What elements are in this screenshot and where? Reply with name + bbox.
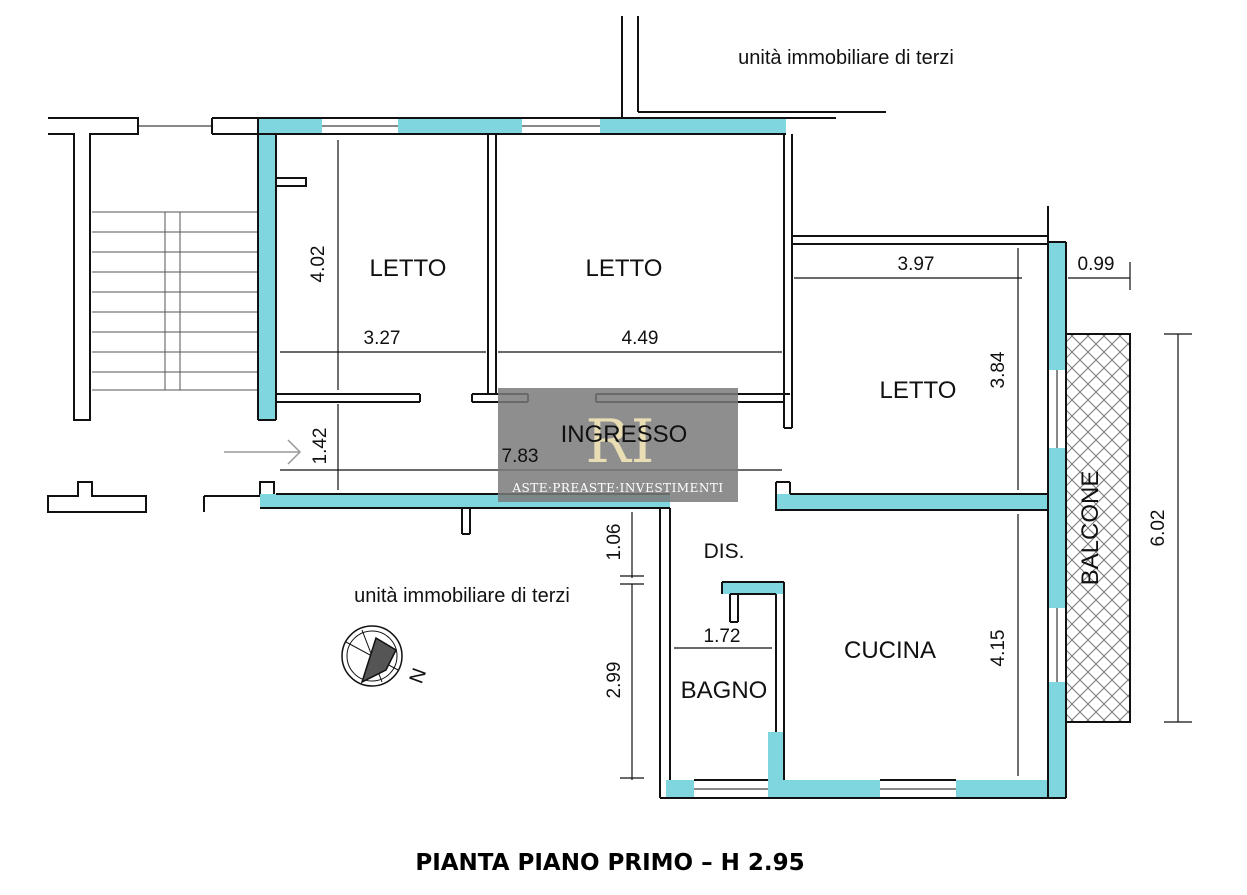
- room-letto-3: LETTO: [880, 377, 957, 404]
- dim-bagno-width: 1.72: [704, 626, 741, 647]
- dim-balcone-length: 6.02: [1148, 510, 1169, 547]
- watermark-text: ASTE·PREASTE·INVESTIMENTI: [511, 481, 723, 495]
- neighbor-left-label: unità immobiliare di terzi: [354, 585, 570, 607]
- room-balcone: BALCONE: [1077, 471, 1104, 586]
- dim-balcone-depth: 0.99: [1078, 254, 1115, 275]
- room-letto-2: LETTO: [586, 255, 663, 282]
- wall-fills: [258, 118, 1066, 798]
- plan-title: PIANTA PIANO PRIMO – H 2.95: [415, 850, 804, 876]
- balcony: [1065, 333, 1131, 723]
- room-dis: DIS.: [704, 540, 745, 563]
- room-letto-1: LETTO: [370, 255, 447, 282]
- room-cucina: CUCINA: [844, 637, 936, 664]
- north-compass-icon: [341, 625, 403, 687]
- entry-arrow: [224, 439, 302, 465]
- dim-dis-height: 1.06: [604, 524, 625, 561]
- dim-ingresso-height: 1.42: [310, 428, 331, 465]
- dim-ingresso-width: 7.83: [502, 446, 539, 467]
- dim-letto3-width: 3.97: [898, 254, 935, 275]
- stairwell: [47, 117, 275, 513]
- watermark: RI ASTE·PREASTE·INVESTIMENTI: [498, 388, 738, 502]
- dim-letto1-height: 4.02: [308, 246, 329, 283]
- dim-letto3-height: 3.84: [988, 351, 1009, 388]
- room-bagno: BAGNO: [681, 677, 768, 704]
- north-label: N: [406, 665, 432, 686]
- dim-letto2-width: 4.49: [622, 328, 659, 349]
- neighbor-top-label: unità immobiliare di terzi: [738, 47, 954, 69]
- room-ingresso: INGRESSO: [561, 421, 688, 448]
- dim-cucina-height: 4.15: [988, 630, 1009, 667]
- watermark-monogram: RI: [586, 407, 655, 477]
- dim-bagno-height: 2.99: [604, 662, 625, 699]
- dim-letto1-width: 3.27: [364, 328, 401, 349]
